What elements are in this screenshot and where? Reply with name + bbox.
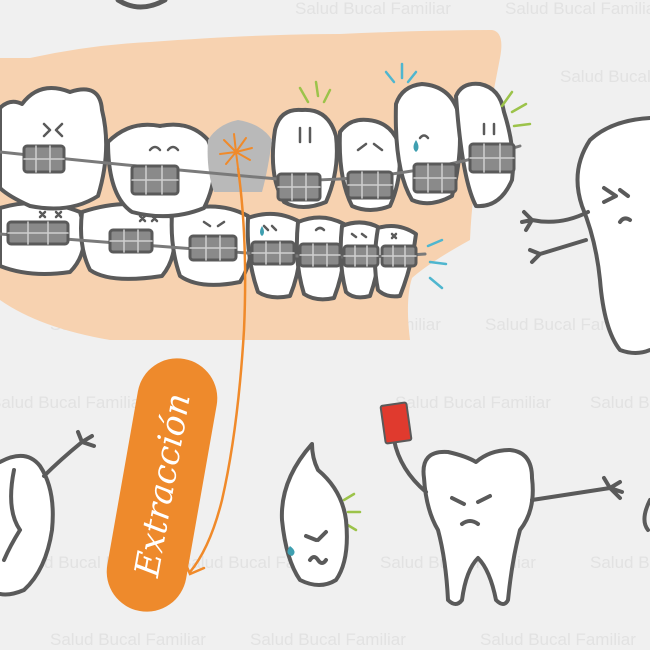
watermark: Salud Bucal Familiar [480,630,636,649]
watermark: Salud Bucal Familiar [250,630,406,649]
tooth-character-right [520,116,650,355]
tear-icon [287,546,295,556]
red-card-icon [379,401,413,445]
top-arc [115,0,168,10]
tear-icon [413,140,419,152]
extraction-spark [219,133,253,169]
watermark: Salud Bucal Familiar [590,393,650,412]
watermark: Salud Bucal Familiar [505,0,650,18]
extraction-label-bg [106,358,218,612]
watermark: Salud Bucal Familiar [295,0,451,18]
watermark: Salud Bucal Familiar [560,67,650,86]
watermark: Salud Bucal Familiar [395,393,551,412]
braces-teeth [0,81,522,302]
watermark: Salud Bucal Familiar [590,553,650,572]
extraction-label: Extracción [106,358,218,612]
tooth-character-molar [392,438,624,606]
edge-fragment [642,498,650,532]
pointer-line [189,167,247,573]
tear-icon [260,226,264,236]
tooth-character-small [279,442,349,587]
watermark: Salud Bucal Familiar [0,393,146,412]
tooth-character-left [0,430,96,597]
watermark: Salud Bucal Familiar [50,630,206,649]
watermark: Salud Bucal Familiar [485,315,641,334]
